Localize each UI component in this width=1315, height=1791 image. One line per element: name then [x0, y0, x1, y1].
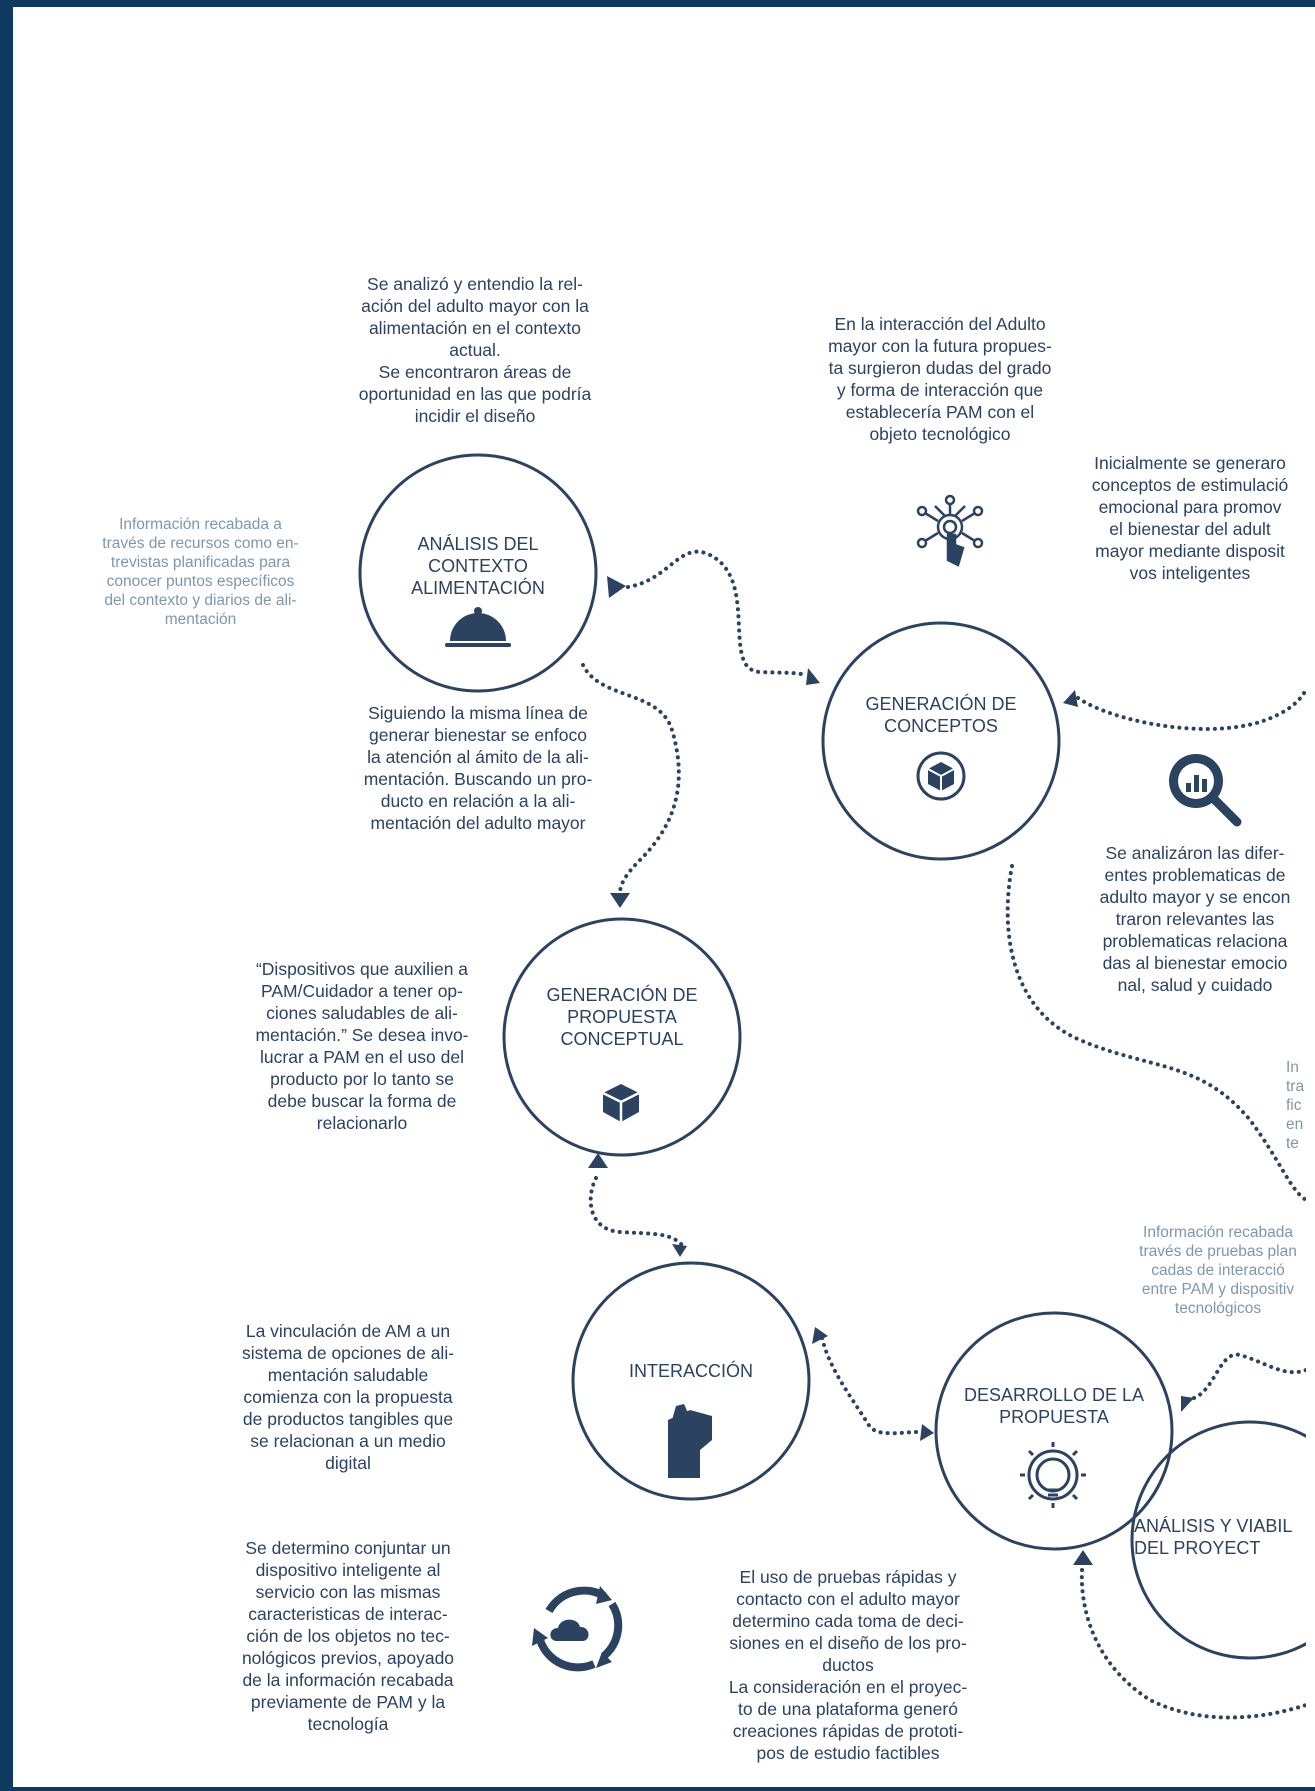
cloche-icon [445, 607, 511, 647]
connector-analisis-conceptos [626, 549, 808, 677]
text-info-interviews: Información recabada a través de recurso… [102, 516, 299, 628]
node-desarrollo-label: DESARROLLO DE LA PROPUESTA [963, 1385, 1145, 1427]
connector-conceptos-down [1005, 864, 1306, 1202]
text-vinculacion: La vinculación de AM a un sistema de opc… [241, 1321, 455, 1473]
text-quick-tests: El uso de pruebas rápidas y contacto con… [728, 1567, 968, 1763]
node-circle-conceptos [821, 621, 1061, 861]
arrowhead-propuesta-bottom [588, 1153, 608, 1168]
arrowhead-conceptos-left [806, 668, 820, 685]
text-wellbeing-line: Siguiendo la misma línea de generar bien… [363, 703, 593, 833]
node-circle-analisis [358, 453, 598, 693]
arrowhead-interaccion-left [812, 1327, 828, 1344]
frame-top-border [0, 0, 1315, 7]
cube-icon [916, 751, 966, 801]
text-info-cut-right: In tra fic en te [1286, 1059, 1305, 1152]
cube-icon [602, 1084, 640, 1122]
arrowhead-desarrollo-right [1181, 1396, 1194, 1412]
text-context-analysis: Se analizó y entendio la rel- ación del … [358, 274, 592, 426]
node-circle-desarrollo [934, 1311, 1174, 1551]
connector-propuesta-interaccion [588, 1176, 684, 1247]
arrowhead-conceptos-right [1063, 690, 1078, 707]
arrowhead-interaccion-right [672, 1244, 687, 1257]
text-devices-quote: “Dispositivos que auxilien a PAM/Cuidado… [255, 959, 469, 1133]
node-analisis-label: ANÁLISIS DEL CONTEXTO ALIMENTACIÓN [411, 534, 545, 598]
text-problems-analysis: Se analizáron las difer- entes problemat… [1099, 843, 1291, 995]
arrowhead-desarrollo-bottom [1073, 1550, 1093, 1565]
text-initial-concepts: Inicialmente se generaro conceptos de es… [1091, 453, 1289, 583]
node-propuesta-label: GENERACIÓN DE PROPUESTA CONCEPTUAL [546, 985, 698, 1049]
connector-interaccion-desarrollo [820, 1336, 922, 1436]
frame-bottom-border [0, 1787, 1315, 1791]
gear-bulb-icon [1020, 1442, 1086, 1508]
connector-right-desarrollo [1192, 1352, 1306, 1400]
touch-network-icon [916, 494, 984, 567]
search-chart-icon [1169, 754, 1242, 827]
cloud-cycle-icon [532, 1586, 623, 1672]
text-smart-device: Se determino conjuntar un dispositivo in… [241, 1538, 455, 1734]
node-circle-propuesta [502, 917, 742, 1157]
node-interaccion-label: INTERACCIÓN [628, 1361, 753, 1381]
frame-left-border [0, 0, 13, 1791]
node-conceptos-label: GENERACIÓN DE CONCEPTOS [865, 694, 1017, 736]
text-info-tests: Información recabada través de pruebas p… [1139, 1224, 1297, 1317]
node-circle-interaccion [571, 1261, 811, 1501]
node-circle-viabilidad [1130, 1420, 1306, 1660]
connector-analisis-propuesta [581, 663, 681, 895]
fist-icon [668, 1404, 712, 1478]
arrowhead-desarrollo-left [920, 1424, 934, 1441]
arrowhead-propuesta-top [610, 893, 630, 908]
node-viabilidad-label: ANÁLISIS Y VIABIL DEL PROYECT [1134, 1516, 1293, 1558]
text-interaction-question: En la interacción del Adulto mayor con l… [828, 314, 1052, 444]
connector-right-conceptos [1076, 688, 1306, 731]
arrowhead-analisis [607, 576, 626, 598]
